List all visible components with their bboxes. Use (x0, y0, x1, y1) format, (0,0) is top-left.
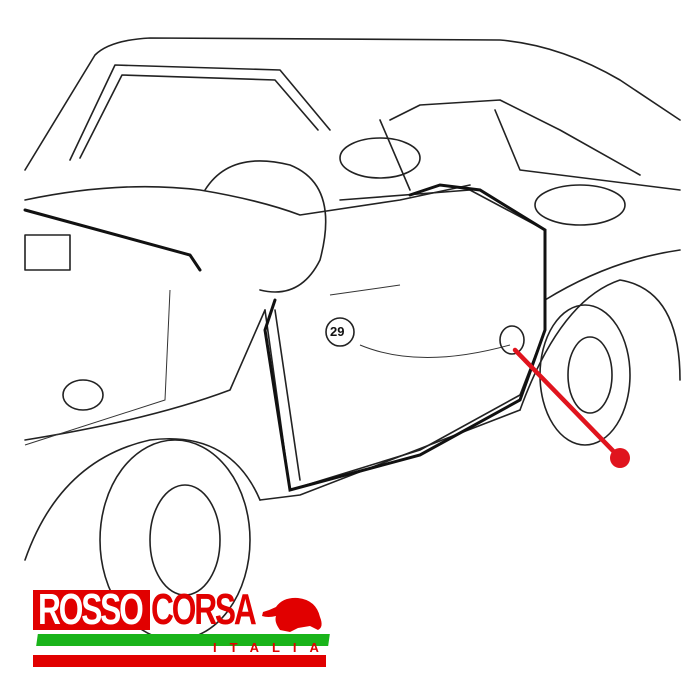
highlight-pointer-line (512, 347, 623, 461)
rear-hub (567, 336, 613, 414)
rear-window (494, 109, 681, 191)
front-hub (149, 484, 221, 596)
elephant-icon (262, 597, 322, 632)
fuse-box (24, 234, 71, 271)
wiring-branch (24, 284, 511, 446)
sill (259, 409, 521, 501)
rosso-corsa-logo: ROSSO CORSA ITALIA (33, 585, 330, 668)
dashboard (24, 184, 471, 216)
door-switch (499, 325, 525, 355)
callout-circle (325, 317, 355, 347)
logo-word-rosso: ROSSO (38, 585, 144, 634)
side-window (389, 99, 641, 176)
rear-body (519, 249, 681, 411)
door-outline (264, 189, 546, 491)
logo-red-box (33, 590, 150, 630)
windscreen (69, 64, 331, 161)
windscreen-inner (79, 74, 319, 159)
logo-subtitle-italia: ITALIA (213, 640, 332, 655)
front-body (24, 309, 266, 441)
interior-lamp-front (339, 137, 421, 179)
logo-red-bar (33, 655, 326, 667)
roof-outline (24, 37, 681, 171)
horn (62, 379, 104, 411)
b-pillar (379, 119, 411, 191)
wiring-harness-main (23, 208, 202, 272)
door-inner (274, 309, 301, 481)
highlight-pointer-dot (610, 448, 630, 468)
steering-wheel (204, 160, 327, 293)
callout-label-29: 29 (330, 324, 345, 339)
wiring-harness-door (263, 183, 547, 492)
interior-lamp-rear (534, 184, 626, 226)
logo-word-corsa: CORSA (151, 585, 257, 634)
front-fender (24, 438, 261, 561)
